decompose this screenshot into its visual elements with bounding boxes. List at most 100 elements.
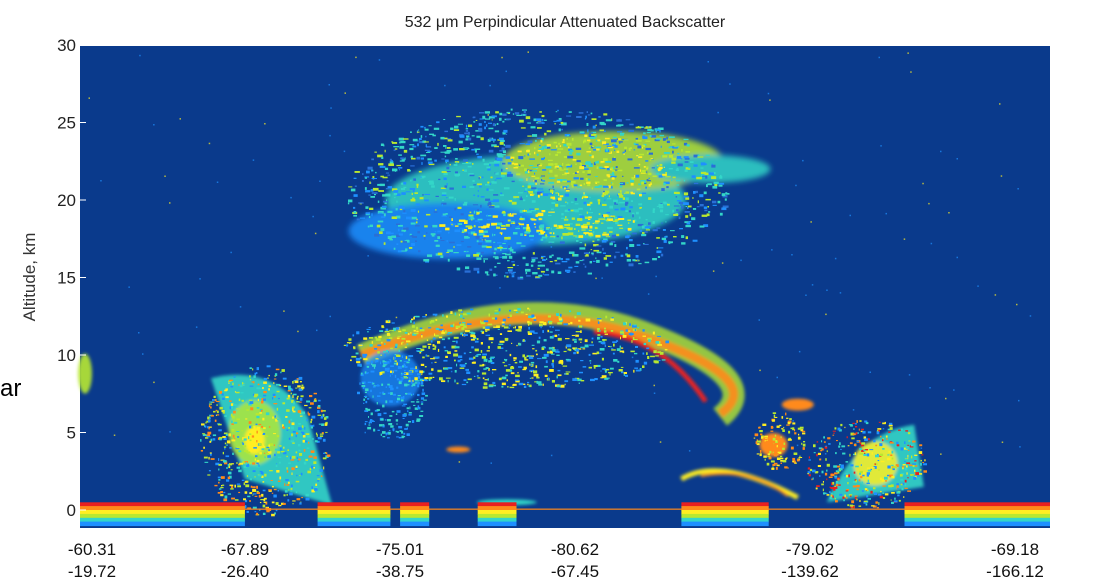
backscatter-speck bbox=[285, 479, 289, 482]
backscatter-speck bbox=[856, 420, 858, 423]
backscatter-speck bbox=[321, 432, 324, 435]
backscatter-speck bbox=[484, 126, 486, 130]
backscatter-speck bbox=[855, 426, 858, 428]
backscatter-speck bbox=[434, 159, 437, 162]
backscatter-speck bbox=[545, 360, 548, 364]
backscatter-speck bbox=[359, 357, 362, 359]
backscatter-speck bbox=[490, 138, 496, 141]
backscatter-speck bbox=[277, 480, 281, 482]
backscatter-speck bbox=[856, 484, 860, 488]
backscatter-speck bbox=[461, 383, 467, 386]
backscatter-speck bbox=[372, 187, 379, 191]
backscatter-speck bbox=[416, 399, 419, 401]
backscatter-speck bbox=[302, 431, 305, 435]
backscatter-speck bbox=[703, 224, 709, 227]
backscatter-speck bbox=[781, 428, 784, 430]
backscatter-speck bbox=[515, 380, 520, 383]
backscatter-speck bbox=[573, 347, 575, 350]
backscatter-speck bbox=[780, 462, 782, 464]
backscatter-speck bbox=[686, 222, 691, 225]
backscatter-speck bbox=[535, 182, 537, 185]
backscatter-speck bbox=[616, 202, 619, 204]
backscatter-speck bbox=[527, 153, 530, 156]
backscatter-speck bbox=[420, 363, 425, 366]
backscatter-speck bbox=[474, 348, 479, 352]
background-speck bbox=[753, 437, 756, 439]
backscatter-speck bbox=[546, 130, 552, 133]
backscatter-speck bbox=[906, 465, 908, 468]
backscatter-speck bbox=[510, 156, 515, 159]
backscatter-speck bbox=[202, 433, 205, 435]
backscatter-speck bbox=[526, 228, 531, 232]
backscatter-speck bbox=[704, 209, 708, 212]
backscatter-speck bbox=[649, 159, 651, 161]
backscatter-speck bbox=[585, 162, 591, 165]
backscatter-speck bbox=[403, 138, 409, 140]
backscatter-speck bbox=[786, 417, 789, 419]
backscatter-speck bbox=[395, 343, 398, 347]
backscatter-speck bbox=[601, 357, 604, 361]
backscatter-speck bbox=[319, 435, 324, 437]
backscatter-speck bbox=[561, 363, 563, 365]
backscatter-speck bbox=[609, 242, 613, 246]
backscatter-speck bbox=[511, 261, 515, 263]
backscatter-speck bbox=[877, 493, 882, 496]
backscatter-speck bbox=[397, 228, 400, 232]
backscatter-speck bbox=[543, 193, 549, 196]
backscatter-speck bbox=[502, 242, 506, 245]
backscatter-speck bbox=[586, 222, 590, 225]
backscatter-speck bbox=[206, 434, 210, 437]
backscatter-speck bbox=[611, 182, 613, 184]
backscatter-speck bbox=[204, 424, 206, 427]
backscatter-speck bbox=[221, 485, 223, 487]
backscatter-speck bbox=[256, 407, 260, 409]
backscatter-speck bbox=[792, 422, 796, 425]
backscatter-speck bbox=[474, 149, 477, 153]
backscatter-speck bbox=[548, 181, 554, 184]
surface-band-stripe bbox=[400, 502, 430, 507]
backscatter-speck bbox=[393, 192, 398, 196]
backscatter-speck bbox=[544, 374, 548, 377]
backscatter-speck bbox=[357, 363, 362, 367]
backscatter-speck bbox=[389, 374, 391, 377]
backscatter-speck bbox=[878, 455, 882, 457]
backscatter-speck bbox=[540, 233, 544, 235]
backscatter-speck bbox=[205, 437, 209, 439]
backscatter-speck bbox=[578, 319, 581, 322]
backscatter-speck bbox=[433, 211, 438, 213]
backscatter-speck bbox=[379, 424, 383, 427]
background-speck bbox=[940, 453, 942, 455]
backscatter-speck bbox=[830, 495, 832, 497]
backscatter-speck bbox=[299, 453, 303, 456]
backscatter-speck bbox=[421, 162, 423, 165]
backscatter-speck bbox=[549, 242, 552, 244]
backscatter-speck bbox=[511, 273, 515, 275]
backscatter-speck bbox=[215, 414, 217, 416]
backscatter-speck bbox=[325, 452, 328, 455]
backscatter-speck bbox=[491, 137, 494, 140]
backscatter-speck bbox=[223, 437, 227, 440]
backscatter-speck bbox=[384, 419, 387, 421]
backscatter-speck bbox=[684, 211, 690, 213]
backscatter-speck bbox=[866, 489, 869, 492]
backscatter-speck bbox=[904, 479, 907, 483]
backscatter-speck bbox=[445, 161, 447, 164]
backscatter-speck bbox=[457, 206, 462, 209]
backscatter-speck bbox=[579, 247, 586, 250]
backscatter-speck bbox=[426, 213, 431, 216]
backscatter-speck bbox=[316, 440, 320, 443]
backscatter-speck bbox=[413, 404, 416, 406]
backscatter-speck bbox=[625, 210, 629, 212]
backscatter-speck bbox=[214, 399, 217, 402]
backscatter-speck bbox=[303, 461, 307, 465]
backscatter-speck bbox=[373, 428, 376, 432]
backscatter-speck bbox=[522, 354, 525, 358]
backscatter-speck bbox=[412, 236, 417, 238]
background-speck bbox=[494, 179, 497, 181]
backscatter-speck bbox=[766, 462, 770, 466]
backscatter-speck bbox=[655, 129, 660, 131]
background-speck bbox=[329, 315, 331, 318]
backscatter-speck bbox=[478, 129, 483, 132]
backscatter-speck bbox=[574, 316, 577, 319]
backscatter-speck bbox=[518, 343, 522, 346]
